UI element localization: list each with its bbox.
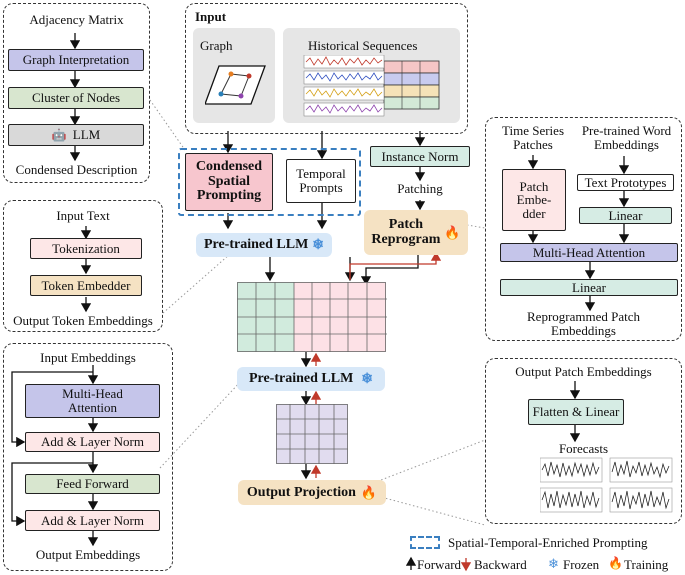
multi-head-attention-block: Multi-Head Attention	[25, 384, 160, 418]
patch-reprogram-line1: Patch	[388, 216, 423, 232]
feed-forward-block: Feed Forward	[25, 474, 160, 494]
output-patch-embeddings-label: Output Patch Embeddings	[515, 364, 652, 379]
llm-label: LLM	[72, 127, 101, 142]
output-token-embeddings-label: Output Token Embeddings	[13, 313, 153, 328]
multi-head-attention-block-2: Multi-Head Attention	[500, 243, 678, 262]
condensed-description-label: Condensed Description	[15, 162, 138, 177]
flatten-linear-block: Flatten & Linear	[528, 399, 624, 425]
output-projection-block: Output Projection 🔥	[238, 480, 386, 505]
sequence-rows	[383, 60, 440, 110]
input-panel	[185, 3, 468, 134]
legend-backward-label: Backward	[474, 557, 527, 572]
pretrained-word-embeddings-label: Pre-trained Word Embeddings	[573, 124, 680, 151]
instance-norm-block: Instance Norm	[370, 146, 470, 167]
graph-interpretation-block: Graph Interpretation	[8, 49, 144, 71]
historical-label: Historical Sequences	[308, 38, 418, 53]
training-flame-icon: 🔥	[444, 224, 461, 240]
pretrained-llm-mid-label: Pre-trained LLM	[248, 371, 354, 386]
reprogrammed-patch-embeddings-label: Reprogrammed Patch Embeddings	[485, 310, 682, 337]
adjacency-title: Adjacency Matrix	[29, 12, 124, 27]
add-layer-norm-block-1: Add & Layer Norm	[25, 432, 160, 452]
tokenization-block: Tokenization	[30, 238, 142, 259]
transformer-panel	[3, 343, 173, 571]
condensed-spatial-prompting-block: Condensed Spatial Prompting	[185, 153, 273, 211]
output-grid	[276, 404, 348, 464]
input-text-label: Input Text	[56, 208, 110, 223]
patch-embedder-block: Patch Embe- dder	[502, 169, 566, 231]
adjacency-panel	[3, 3, 150, 183]
cluster-of-nodes-block: Cluster of Nodes	[8, 87, 144, 109]
graph-icon	[205, 65, 266, 105]
patch-reprogramming-panel	[485, 117, 682, 341]
output-projection-label: Output Projection	[246, 484, 356, 500]
condensed-line2: Spatial	[207, 173, 250, 189]
pe-line3: dder	[522, 205, 546, 221]
input-title: Input	[195, 9, 227, 24]
condensed-line1: Condensed	[195, 158, 263, 174]
training-flame-icon-2: 🔥	[360, 484, 378, 500]
pwe-line1: Pre-trained Word	[581, 123, 672, 138]
output-embeddings-label: Output Embeddings	[35, 547, 141, 562]
output-panel	[485, 358, 682, 524]
frozen-snowflake-icon-2: ❄	[361, 371, 374, 387]
temporal-prompts-block: Temporal Prompts	[286, 159, 356, 203]
linear-block-1: Linear	[579, 207, 672, 224]
time-series-patches-label: Time Series Patches	[493, 124, 573, 151]
mha-line1: Multi-Head	[62, 386, 123, 402]
patch-reprogram-block: Patch Reprogram 🔥	[364, 210, 468, 255]
patching-label: Patching	[397, 181, 443, 196]
temporal-line2: Prompts	[299, 180, 343, 195]
pwe-line2: Embeddings	[594, 136, 659, 152]
forecasts-label: Forecasts	[558, 441, 609, 456]
mha-line2: Attention	[67, 400, 118, 415]
rpe-line1: Reprogrammed Patch	[527, 309, 640, 324]
ts-line1: Time Series	[502, 123, 564, 138]
ts-line2: Patches	[513, 136, 553, 152]
forecast-plots	[540, 457, 673, 513]
legend-prompt-label: Spatial-Temporal-Enriched Prompting	[448, 535, 648, 550]
condensed-line3: Prompting	[196, 188, 262, 204]
temporal-line1: Temporal	[296, 166, 346, 182]
legend-training-label: Training	[624, 557, 669, 572]
token-embedder-block: Token Embedder	[30, 275, 142, 296]
rpe-line2: Embeddings	[551, 322, 616, 338]
add-layer-norm-block-2: Add & Layer Norm	[25, 510, 160, 531]
embedding-grid	[237, 282, 387, 352]
legend-frozen-icon: ❄	[548, 556, 559, 571]
legend-training-icon: 🔥	[608, 556, 623, 570]
pe-line2: Embe-	[516, 192, 552, 208]
frozen-snowflake-icon: ❄	[312, 237, 325, 253]
robot-icon: 🤖	[51, 127, 67, 142]
legend-prompt-swatch	[410, 536, 440, 549]
legend-frozen-label: Frozen	[563, 557, 600, 572]
pretrained-llm-top-block: Pre-trained LLM ❄	[196, 233, 332, 257]
graph-label: Graph	[200, 38, 233, 53]
legend-forward-label: Forward	[417, 557, 462, 572]
spatial-temporal-prompt-border	[178, 148, 361, 216]
patch-reprogram-line2: Reprogram	[371, 231, 441, 247]
llm-block: 🤖 LLM	[8, 124, 144, 146]
pe-line1: Patch	[519, 178, 549, 194]
input-embeddings-label: Input Embeddings	[40, 350, 136, 365]
pretrained-llm-top-label: Pre-trained LLM	[203, 237, 309, 252]
pretrained-llm-mid-block: Pre-trained LLM ❄	[237, 367, 385, 391]
token-panel	[3, 200, 163, 332]
linear-block-2: Linear	[500, 279, 678, 296]
historical-sequences-chart	[303, 55, 440, 117]
text-prototypes-block: Text Prototypes	[577, 174, 674, 191]
